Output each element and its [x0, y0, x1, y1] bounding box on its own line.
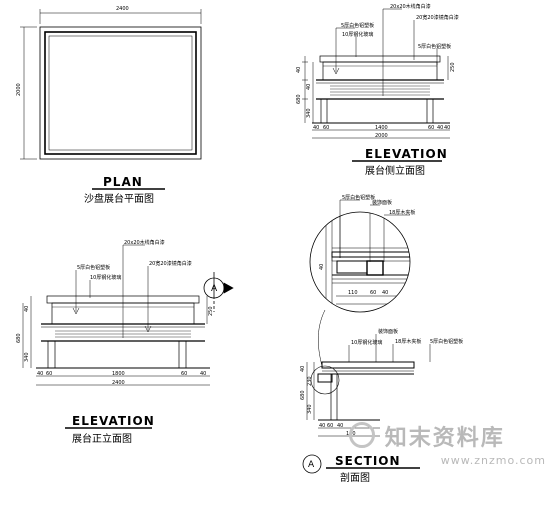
front-dim-s2: 60 [181, 371, 187, 377]
section-label-2: 装饰面板 [378, 328, 398, 335]
front-label-2: 5厚白色铝塑板 [77, 264, 110, 271]
side-dim-h2: 1400 [375, 125, 388, 131]
plan-subtitle: 沙盘展台平面图 [84, 192, 154, 205]
side-dim-s2: 60 [428, 125, 434, 131]
front-dim-v4: 340 [24, 352, 30, 362]
detail-dim-h1: 110 [348, 290, 358, 296]
front-dim-h3: 40 [200, 371, 206, 377]
detail-label-1: 5厚白色铝塑板 [342, 194, 375, 201]
front-elevation-view [22, 244, 234, 386]
plan-dim-width: 2400 [116, 6, 129, 12]
section-label-3: 18厚木夹板 [395, 338, 421, 345]
front-dim-v2: 250 [208, 306, 214, 316]
watermark-text: 知末资料库 [384, 426, 505, 451]
section-subtitle: 剖面图 [340, 471, 370, 484]
section-dim-v1: 40 [300, 366, 306, 372]
side-elevation-title: ELEVATION [365, 147, 448, 161]
side-dim-v3: 40 [306, 84, 312, 90]
section-dim-v4: 230 [307, 376, 313, 386]
side-dim-v2: 250 [450, 62, 456, 72]
detail-label-3: 18厚木夹板 [389, 209, 415, 216]
side-elevation-view [302, 8, 450, 139]
front-dim-v3: 680 [16, 333, 22, 343]
side-label-3: 10厚钢化玻璃 [342, 31, 373, 38]
section-dim-h1: 40 [319, 423, 325, 429]
section-label-4: 5厚白色铝塑板 [430, 338, 463, 345]
watermark-logo-icon [348, 422, 375, 448]
side-dim-h4: 40 [444, 125, 450, 131]
front-callout-letter: A [211, 284, 218, 294]
section-dim-v2: 680 [300, 390, 306, 400]
side-label-4: 20宽20漆镜角白漆 [416, 14, 459, 21]
plan-inner-edge [44, 31, 197, 155]
front-dim-s1: 60 [46, 371, 52, 377]
plan-glass-top [48, 35, 193, 151]
detail-label-2: 装饰面板 [372, 199, 392, 206]
plan-title: PLAN [103, 175, 143, 189]
watermark-url: www.znzmo.com [440, 454, 546, 467]
watermark: 知末资料库 www.znzmo.com [348, 420, 546, 467]
side-dim-h3: 40 [437, 125, 443, 131]
side-dim-total: 2000 [375, 133, 388, 139]
section-dim-h3: 40 [337, 423, 343, 429]
detail-dim-h2: 60 [370, 290, 376, 296]
front-elevation-title: ELEVATION [72, 414, 155, 428]
side-dim-v1: 40 [296, 67, 302, 73]
side-label-5: 5厚白色铝塑板 [418, 43, 451, 50]
side-label-1: 5厚白色铝塑板 [341, 22, 374, 29]
section-callout-letter: A [308, 460, 315, 470]
section-title: SECTION [335, 454, 401, 468]
section-marker-bubble [302, 454, 322, 474]
section-label-1: 10厚钢化玻璃 [351, 339, 382, 346]
front-label-1: 20x20木线角白漆 [124, 239, 165, 246]
section-detail-bubble [309, 199, 411, 367]
front-elevation-subtitle: 展台正立面图 [72, 432, 132, 445]
section-view [302, 334, 431, 474]
side-dim-v5: 340 [306, 108, 312, 118]
front-label-4: 20宽20漆镜角白漆 [149, 260, 192, 267]
side-dim-v4: 680 [296, 94, 302, 104]
side-dim-h1: 40 [313, 125, 319, 131]
detail-dim-v: 40 [319, 264, 325, 270]
front-dim-v1: 40 [24, 306, 30, 312]
front-dim-h1: 40 [37, 371, 43, 377]
plan-view [20, 9, 202, 160]
front-dim-total: 2400 [112, 380, 125, 386]
side-label-2: 20x20木线角白漆 [390, 3, 431, 10]
section-dim-h2: 60 [327, 423, 333, 429]
detail-dim-h3: 40 [382, 290, 388, 296]
section-dim-v3: 340 [307, 404, 313, 414]
front-dim-h2: 1800 [112, 371, 125, 377]
plan-outer-edge [39, 26, 202, 160]
front-label-3: 10厚钢化玻璃 [90, 274, 121, 281]
plan-dim-depth: 2000 [16, 83, 22, 96]
side-elevation-subtitle: 展台侧立面图 [365, 164, 425, 177]
side-dim-s1: 60 [323, 125, 329, 131]
